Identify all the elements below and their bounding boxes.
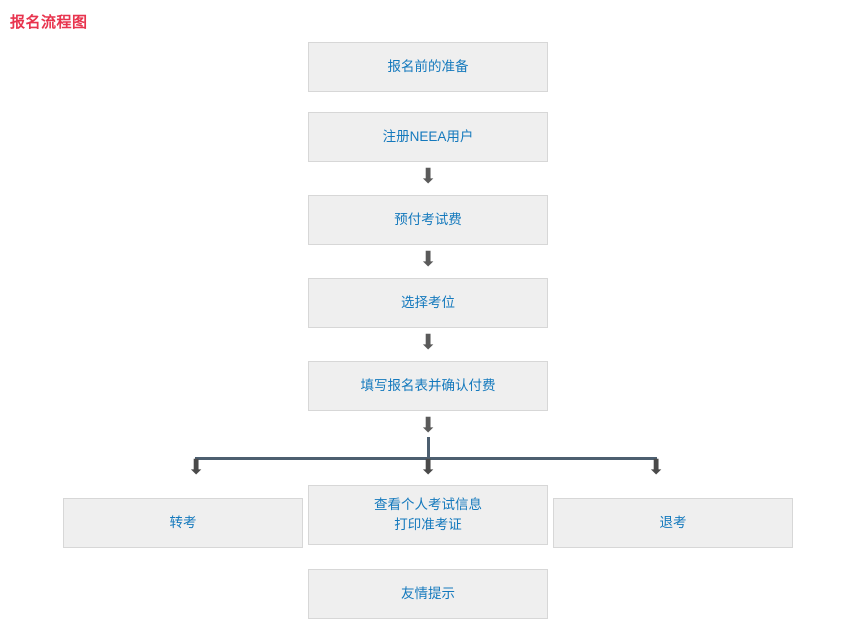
- flow-node-register[interactable]: 注册NEEA用户: [308, 112, 548, 162]
- flow-node-tips[interactable]: 友情提示: [308, 569, 548, 619]
- flow-node-transfer[interactable]: 转考: [63, 498, 303, 548]
- branch-rail-connector: [195, 457, 657, 460]
- arrow-down-icon: ⬇: [419, 164, 437, 188]
- flow-node-seat[interactable]: 选择考位: [308, 278, 548, 328]
- flow-node-form[interactable]: 填写报名表并确认付费: [308, 361, 548, 411]
- page-title: 报名流程图: [10, 14, 88, 31]
- flow-node-prepay[interactable]: 预付考试费: [308, 195, 548, 245]
- arrow-down-icon: ⬇: [647, 455, 665, 479]
- flow-node-view-info[interactable]: 查看个人考试信息 打印准考证: [308, 485, 548, 545]
- arrow-down-icon: ⬇: [419, 330, 437, 354]
- arrow-down-icon: ⬇: [187, 455, 205, 479]
- branch-stem-connector: [427, 437, 430, 459]
- arrow-down-icon: ⬇: [419, 413, 437, 437]
- flow-node-refund[interactable]: 退考: [553, 498, 793, 548]
- flow-node-prep[interactable]: 报名前的准备: [308, 42, 548, 92]
- arrow-down-icon: ⬇: [419, 455, 437, 479]
- arrow-down-icon: ⬇: [419, 247, 437, 271]
